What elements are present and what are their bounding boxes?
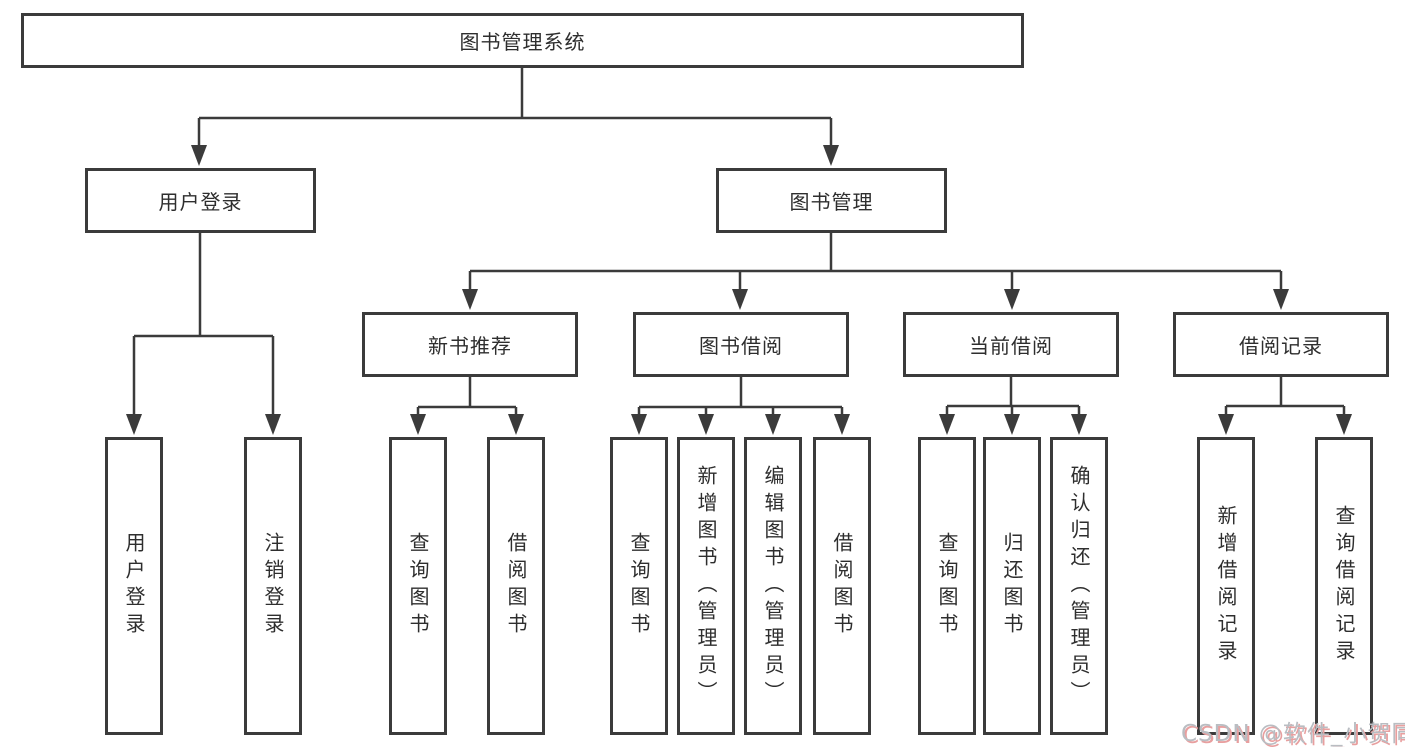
leaf-edit-book-admin: 编辑图书（管理员） [744, 437, 802, 735]
node-label: 确认归还（管理员） [1067, 464, 1091, 708]
leaf-user-login: 用户登录 [105, 437, 163, 735]
watermark: CSDN @软件_小贺同学 [1181, 721, 1405, 747]
node-label: 查询借阅记录 [1332, 505, 1356, 667]
node-label: 新增图书（管理员） [694, 464, 718, 708]
node-library-management-system: 图书管理系统 [21, 13, 1024, 68]
node-book-borrowing: 图书借阅 [633, 312, 849, 377]
leaf-query-books-borrowing: 查询图书 [610, 437, 668, 735]
node-label: 用户登录 [122, 532, 146, 640]
leaf-query-borrow-record: 查询借阅记录 [1315, 437, 1373, 735]
node-label: 用户登录 [158, 190, 243, 214]
leaf-borrow-books-recommend: 借阅图书 [487, 437, 545, 735]
node-book-management: 图书管理 [716, 168, 947, 233]
node-label: 当前借阅 [969, 334, 1053, 358]
node-user-login: 用户登录 [85, 168, 316, 233]
node-label: 新书推荐 [428, 334, 512, 358]
leaf-logout: 注销登录 [244, 437, 302, 735]
leaf-query-books-current: 查询图书 [918, 437, 976, 735]
node-label: 编辑图书（管理员） [761, 464, 785, 708]
node-label: 查询图书 [935, 532, 959, 640]
node-label: 图书管理 [789, 190, 874, 214]
node-label: 注销登录 [261, 532, 285, 640]
node-label: 查询图书 [627, 532, 651, 640]
leaf-query-books-recommend: 查询图书 [389, 437, 447, 735]
node-borrow-records: 借阅记录 [1173, 312, 1389, 377]
leaf-return-books: 归还图书 [983, 437, 1041, 735]
node-label: 查询图书 [406, 532, 430, 640]
leaf-confirm-return-admin: 确认归还（管理员） [1050, 437, 1108, 735]
node-label: 借阅图书 [830, 532, 854, 640]
arrowheads [126, 145, 1352, 435]
node-label: 借阅记录 [1239, 334, 1323, 358]
leaf-add-borrow-record: 新增借阅记录 [1197, 437, 1255, 735]
node-label: 借阅图书 [504, 532, 528, 640]
node-label: 新增借阅记录 [1214, 505, 1238, 667]
node-current-borrowing: 当前借阅 [903, 312, 1119, 377]
node-label: 归还图书 [1000, 532, 1024, 640]
node-label: 图书借阅 [699, 334, 783, 358]
leaf-borrow-books-borrowing: 借阅图书 [813, 437, 871, 735]
leaf-add-book-admin: 新增图书（管理员） [677, 437, 735, 735]
node-label: 图书管理系统 [459, 30, 586, 54]
node-new-book-recommend: 新书推荐 [362, 312, 578, 377]
